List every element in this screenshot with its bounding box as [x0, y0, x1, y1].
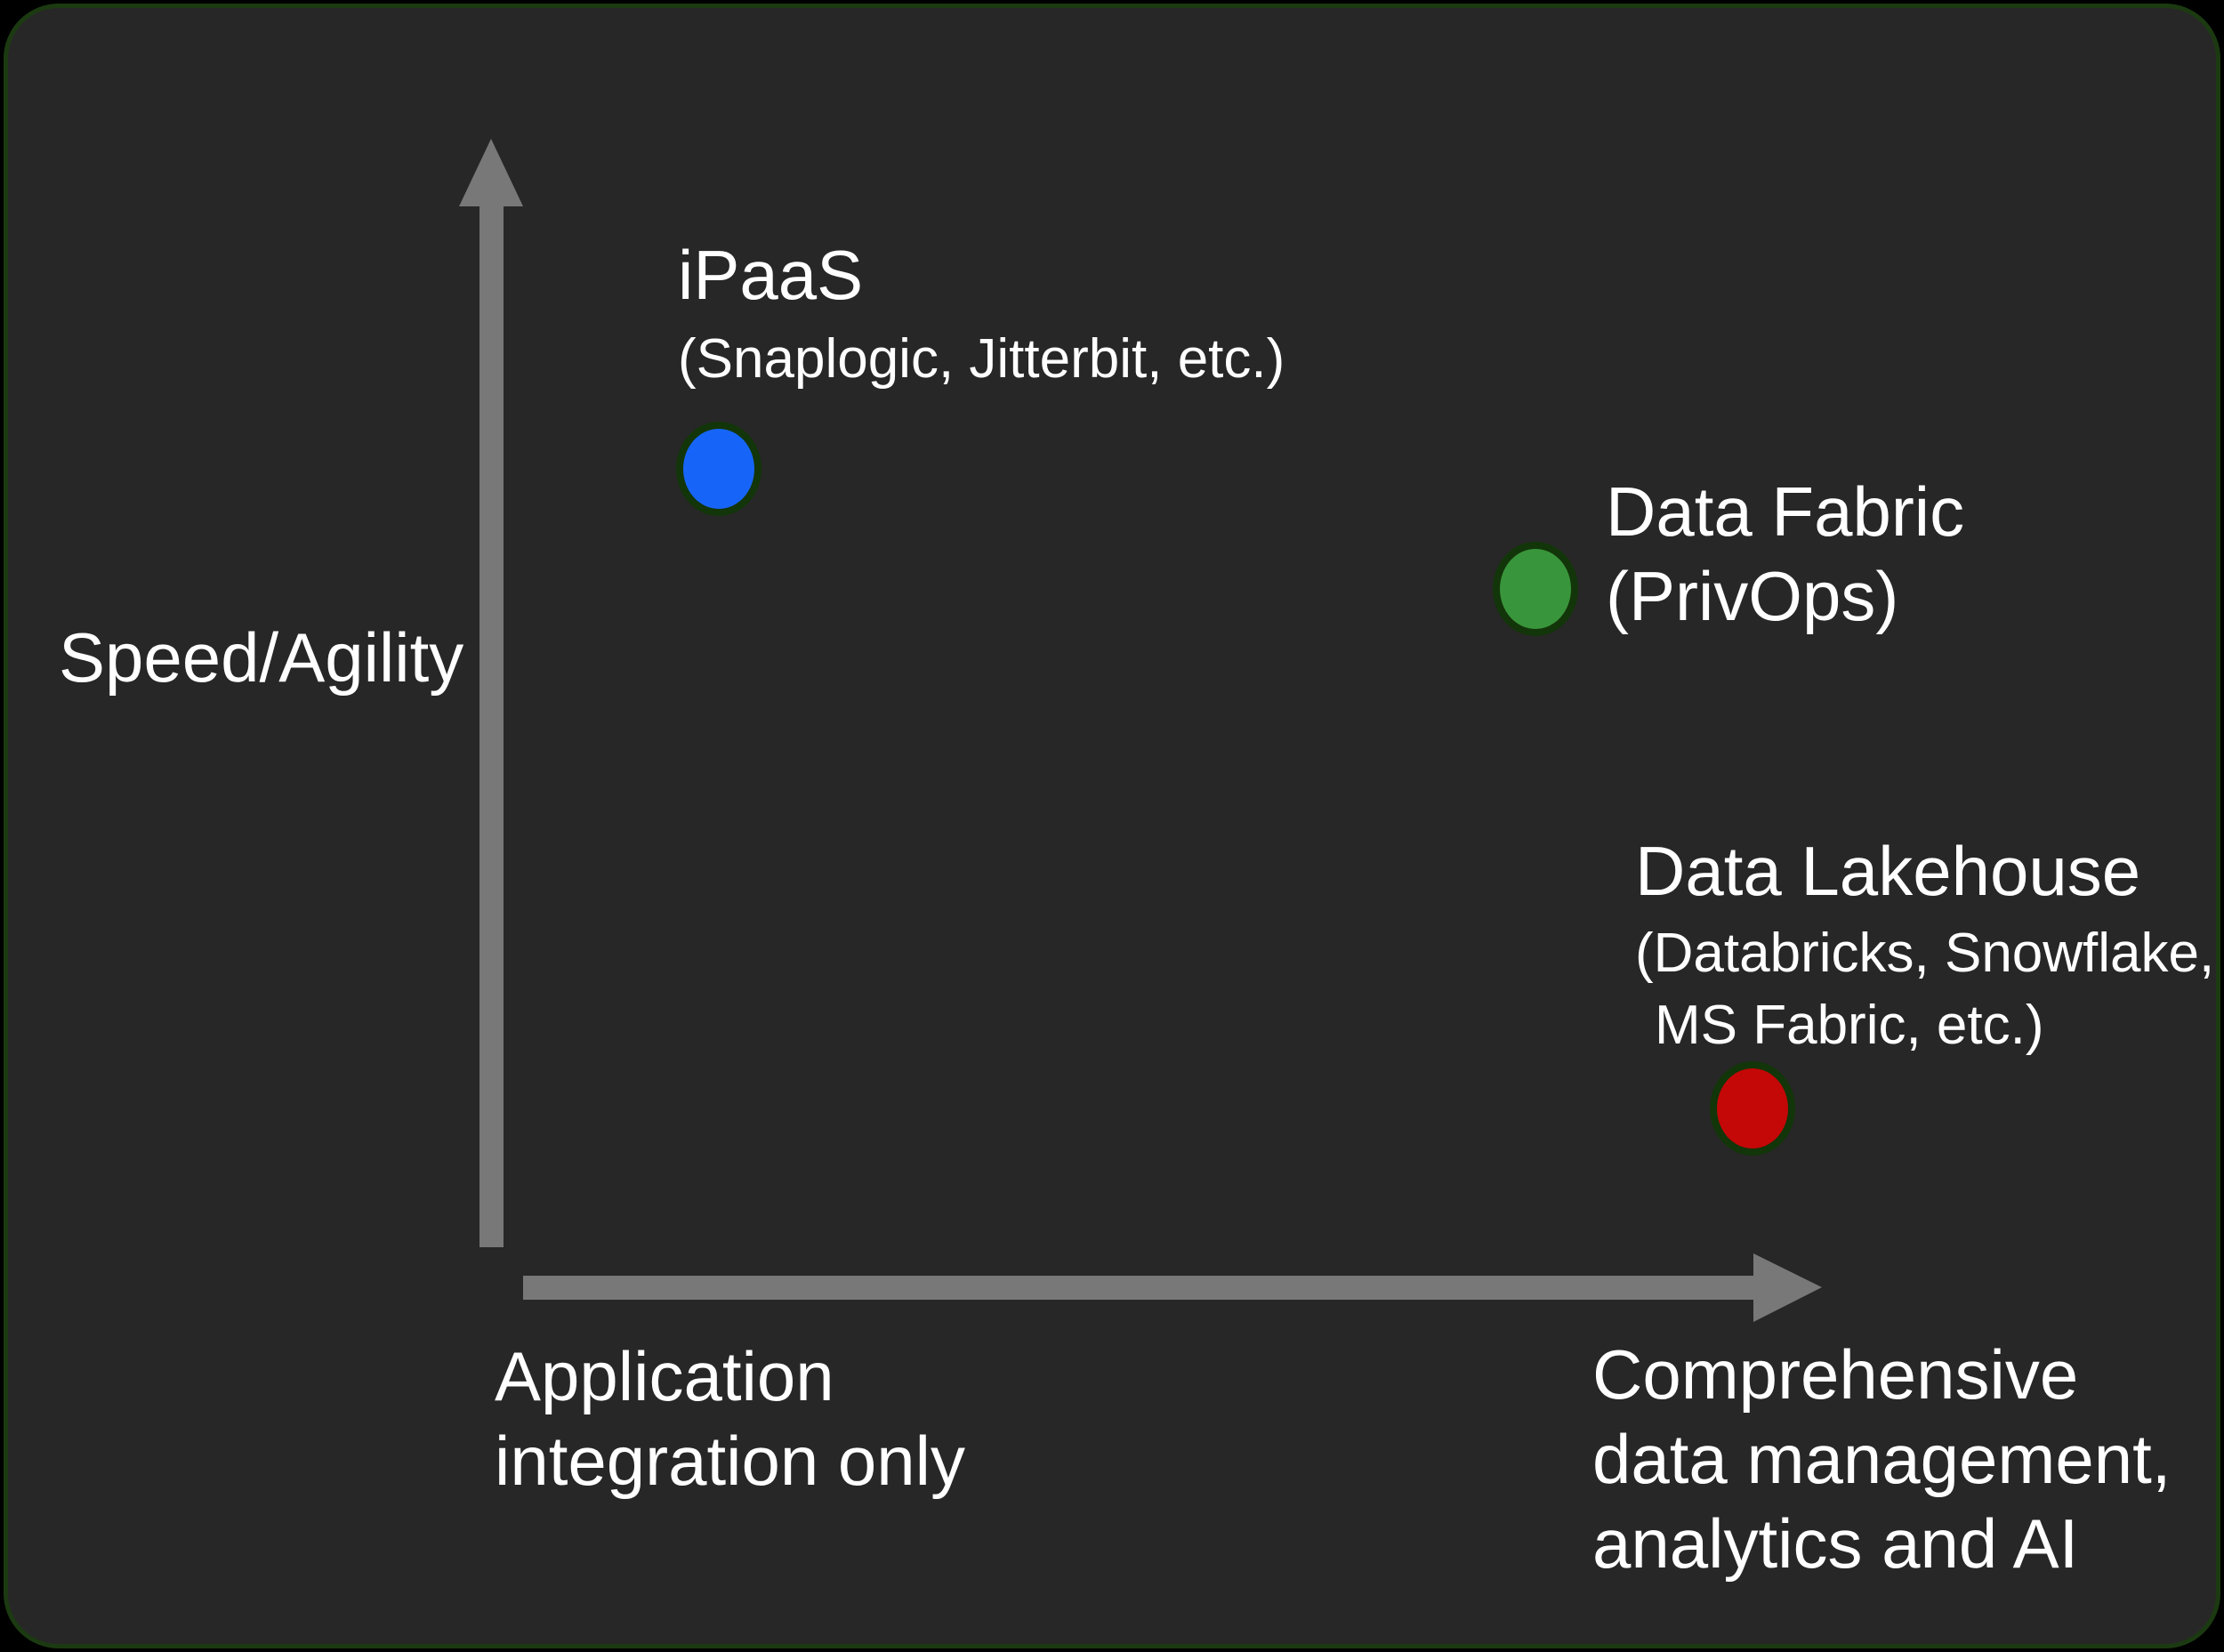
- point-title-data-lakehouse: Data Lakehouse: [1635, 832, 2141, 910]
- x-axis-label-left-line2: integration only: [495, 1422, 966, 1500]
- x-axis-label-left: Application integration only: [495, 1334, 965, 1503]
- point-title-data-fabric-line2: (PrivOps): [1606, 557, 1899, 635]
- x-axis-label-right-line3: analytics and AI: [1592, 1504, 2079, 1583]
- y-axis-label: Speed/Agility: [59, 618, 464, 697]
- point-subtitle-data-lakehouse-line2: MS Fabric, etc.): [1655, 995, 2044, 1056]
- x-axis-label-right-line2: data management,: [1592, 1420, 2172, 1498]
- point-subtitle-data-lakehouse-line1: (Databricks, Snowflake,: [1635, 923, 2215, 984]
- point-label-ipaas: iPaaS (Snaplogic, Jitterbit, etc.): [678, 233, 1285, 391]
- x-axis-label-left-line1: Application: [495, 1337, 834, 1415]
- x-axis-arrow-icon: [523, 1253, 1822, 1322]
- point-label-data-fabric: Data Fabric (PrivOps): [1606, 470, 1964, 639]
- x-axis-label-right-line1: Comprehensive: [1592, 1335, 2079, 1414]
- point-title-data-fabric-line1: Data Fabric: [1606, 472, 1965, 551]
- point-title-ipaas: iPaaS: [678, 236, 864, 314]
- point-label-data-lakehouse: Data Lakehouse (Databricks, Snowflake, M…: [1635, 829, 2214, 1058]
- data-point-data-fabric: [1493, 542, 1578, 636]
- x-axis-label-right: Comprehensive data management, analytics…: [1592, 1333, 2171, 1586]
- data-point-data-lakehouse: [1710, 1061, 1795, 1156]
- data-point-ipaas: [676, 422, 761, 516]
- y-axis-arrow-icon: [459, 139, 523, 1247]
- point-subtitle-ipaas: (Snaplogic, Jitterbit, etc.): [678, 328, 1285, 390]
- diagram-panel: [4, 4, 2220, 1648]
